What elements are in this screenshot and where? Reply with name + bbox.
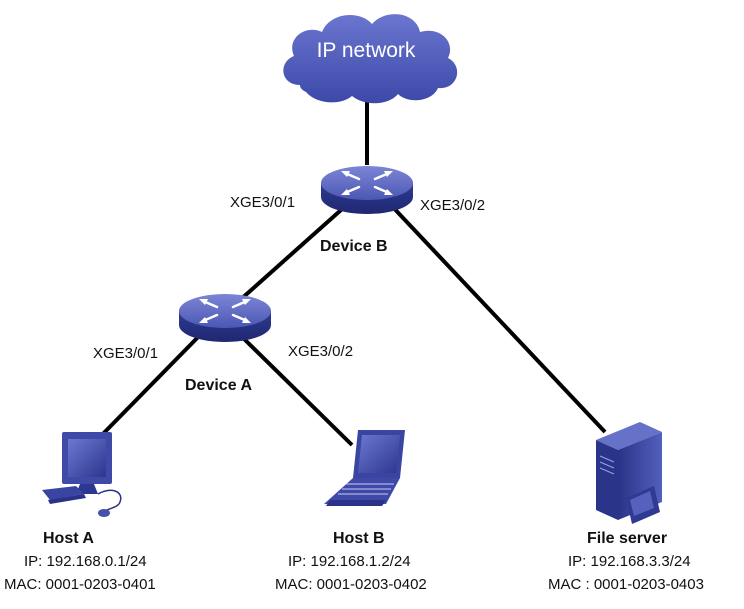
file-server-ip: IP: 192.168.3.3/24 [568, 553, 691, 570]
cloud-icon [283, 14, 458, 104]
host-b-mac: MAC: 0001-0203-0402 [275, 576, 427, 593]
laptop-icon [324, 430, 405, 506]
host-b-ip: IP: 192.168.1.2/24 [288, 553, 411, 570]
link-deviceb-fileserver [386, 200, 607, 434]
file-server: File server IP: 192.168.3.3/24 MAC : 000… [548, 422, 704, 593]
host-a-ip: IP: 192.168.0.1/24 [24, 553, 147, 570]
router-icon [321, 166, 413, 214]
links [93, 92, 607, 447]
host-a: Host A IP: 192.168.0.1/24 MAC: 0001-0203… [4, 432, 156, 593]
device-b-label: Device B [320, 238, 388, 255]
link-devicea-hosta [93, 328, 207, 444]
device-b-port-right: XGE3/0/2 [420, 197, 485, 214]
device-a-port-left: XGE3/0/1 [93, 345, 158, 362]
device-a: XGE3/0/1 XGE3/0/2 Device A [93, 294, 353, 394]
link-devicea-hostb [233, 328, 354, 447]
ip-network-cloud: IP network [283, 14, 458, 104]
device-a-port-right: XGE3/0/2 [288, 343, 353, 360]
device-b-port-left: XGE3/0/1 [230, 194, 295, 211]
file-server-label: File server [587, 530, 667, 547]
host-a-mac: MAC: 0001-0203-0401 [4, 576, 156, 593]
desktop-pc-icon [42, 432, 122, 517]
host-a-label: Host A [43, 530, 94, 547]
router-icon [179, 294, 271, 342]
file-server-mac: MAC : 0001-0203-0403 [548, 576, 704, 593]
device-a-label: Device A [185, 377, 252, 394]
cloud-label: IP network [317, 39, 416, 62]
link-deviceb-devicea [238, 200, 352, 302]
host-b-label: Host B [333, 530, 385, 547]
device-b: XGE3/0/1 XGE3/0/2 Device B [230, 166, 485, 255]
server-icon [596, 422, 662, 524]
host-b: Host B IP: 192.168.1.2/24 MAC: 0001-0203… [275, 430, 427, 593]
